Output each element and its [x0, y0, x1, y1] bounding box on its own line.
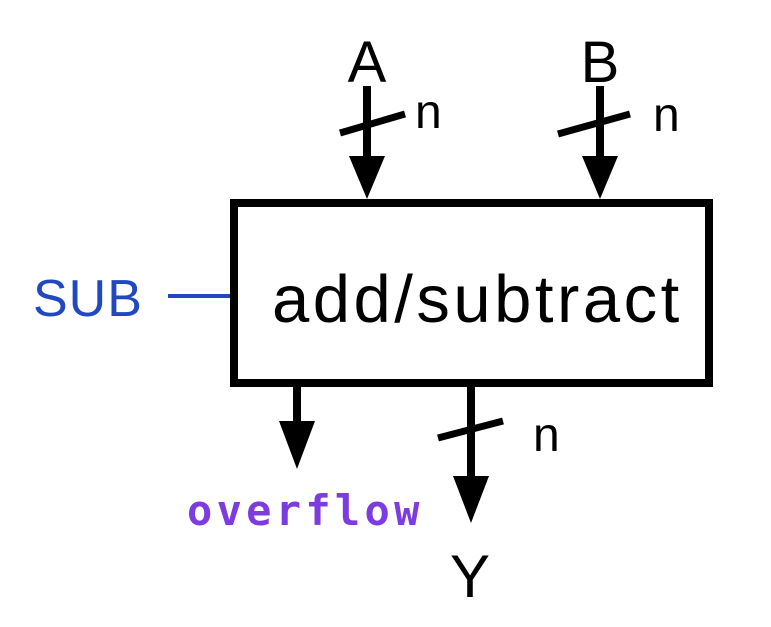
alu-block-box [230, 199, 713, 387]
overflow-output-label: overflow [187, 486, 424, 535]
output-y-arrowhead-icon [453, 476, 489, 523]
block-label: add/subtract [272, 262, 683, 337]
input-b-arrowhead-icon [582, 156, 618, 199]
input-a-bus-width-label: n [415, 86, 442, 139]
overflow-arrowhead-icon [279, 421, 315, 469]
input-a-label: A [348, 30, 387, 95]
input-a-arrowhead-icon [349, 156, 385, 199]
sub-control-label: SUB [33, 270, 143, 328]
output-y-bus-width-label: n [533, 409, 560, 462]
input-b-bus-slash [557, 110, 631, 138]
output-y-label: Y [450, 543, 490, 610]
input-a-bus-slash [339, 110, 406, 137]
input-b-bus-width-label: n [653, 89, 680, 142]
input-b-label: B [581, 30, 620, 95]
output-y-bus-slash [437, 417, 504, 442]
